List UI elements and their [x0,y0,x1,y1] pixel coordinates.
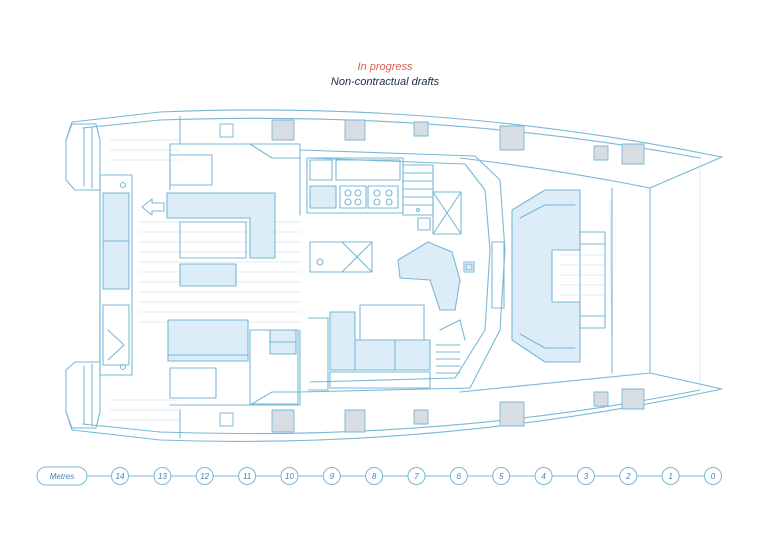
forward-arrow-icon [141,198,165,216]
status-label: In progress [357,61,413,73]
subtitle-label: Non-contractual drafts [330,76,440,88]
scale-mark-label: 8 [372,472,377,481]
scale-mark-label: 2 [625,472,631,481]
scale-mark-label: 14 [116,472,125,481]
aft-locker [102,304,130,366]
trampoline-net [559,159,701,391]
mast-step [463,261,475,273]
sink [367,185,399,209]
scale-mark-circle [449,467,468,485]
bow-curve-top [459,157,651,189]
scale-mark-label: 13 [158,472,167,481]
scale-mark-label: 9 [330,472,335,481]
scale-unit-label: Metres [50,472,74,481]
scale-mark-label: 1 [668,472,672,481]
scale-mark-label: 10 [285,472,294,481]
saloon-island [309,241,373,273]
scale-mark-label: 3 [584,472,589,481]
forward-lounge [511,189,581,363]
header: In progress Non-contractual drafts [0,60,770,90]
scale-mark-label: 7 [414,472,419,481]
cockpit-stool [179,263,237,287]
scale-mark-circle [534,467,553,485]
scale-mark-circle [492,467,511,485]
scale-mark-label: 4 [541,472,546,481]
cockpit-lower-table [169,367,217,399]
cockpit-partition [169,143,301,406]
scale-mark-circle [661,467,680,485]
scale-mark-label: 0 [711,472,716,481]
companionway-stairs-bottom [435,344,461,374]
scale-mark-circle [153,467,172,485]
scale-mark-circle [195,467,214,485]
stern-step-bottom [65,361,101,429]
saloon-inner [309,157,491,383]
cockpit-lower-sofa-base [167,354,249,362]
scale-mark-circle [111,467,129,485]
scale-mark-label: 6 [457,472,462,481]
deck-hatches [219,119,645,433]
scale-mark-circle [365,467,384,485]
saloon-seat-curve [397,241,461,311]
saloon-sofa [329,311,431,371]
scale-mark-circle [704,467,722,485]
scale-mark-circle [619,467,638,485]
cockpit-table [179,221,247,259]
cockpit-frame [99,174,133,376]
scale-mark-label: 5 [499,472,504,481]
hull-inner-line [81,117,701,435]
scale-mark-circle [280,467,299,485]
scale-mark-circle [407,467,426,485]
saloon-outline [299,149,506,393]
scale-mark-circle [576,467,595,485]
scale-mark-circle [238,467,257,485]
cockpit-l-seat [166,192,276,259]
scale-mark-label: 11 [243,472,251,481]
chart-table [432,191,462,235]
companionway-stairs-top [402,164,434,216]
hull-outline [65,109,723,442]
saloon-table [359,304,425,341]
stove [339,185,367,209]
forward-window [491,241,505,309]
scale-mark-circle [322,467,341,485]
scale-mark-label: 12 [200,472,209,481]
cockpit-lower-sofa [167,319,249,361]
stern-step-top [65,123,101,191]
bow-curve-bottom [459,372,651,393]
